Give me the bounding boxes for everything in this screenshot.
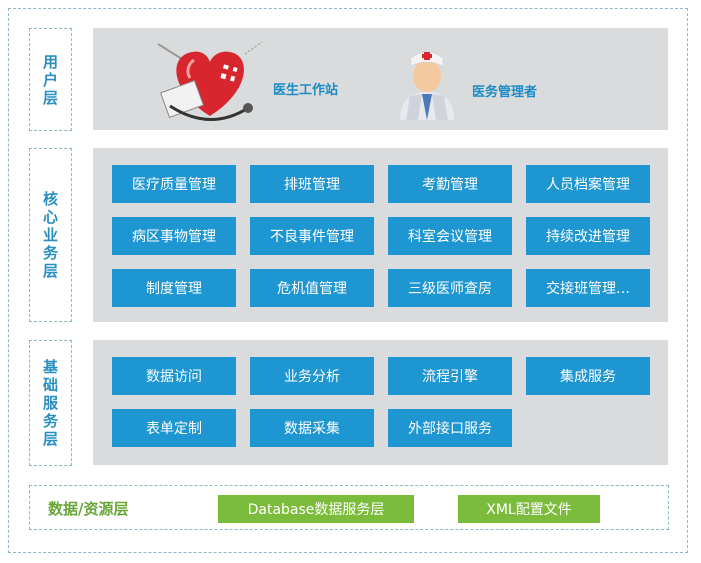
foundation-layer-label: 基础服务层 [29,340,72,466]
service-business-analysis[interactable]: 业务分析 [250,357,374,395]
core-layer-label: 核心业务层 [29,148,72,322]
service-external-interface[interactable]: 外部接口服务 [388,409,512,447]
module-department-meetings[interactable]: 科室会议管理 [388,217,512,255]
module-medical-quality[interactable]: 医疗质量管理 [112,165,236,203]
service-data-collection[interactable]: 数据采集 [250,409,374,447]
module-attendance[interactable]: 考勤管理 [388,165,512,203]
module-ward-affairs[interactable]: 病区事物管理 [112,217,236,255]
module-staff-records[interactable]: 人员档案管理 [526,165,650,203]
xml-config-button[interactable]: XML配置文件 [458,495,600,523]
module-continuous-improvement[interactable]: 持续改进管理 [526,217,650,255]
service-workflow-engine[interactable]: 流程引擎 [388,357,512,395]
module-adverse-events[interactable]: 不良事件管理 [250,217,374,255]
medical-manager-label: 医务管理者 [472,85,538,100]
foundation-layer-title: 基础服务层 [42,358,58,448]
core-layer-title: 核心业务层 [42,190,58,280]
data-layer-title: 数据/资源层 [48,500,129,518]
module-shift-handover[interactable]: 交接班管理… [526,269,650,307]
doctor-workstation-label: 医生工作站 [273,83,339,98]
service-data-access[interactable]: 数据访问 [112,357,236,395]
module-critical-values[interactable]: 危机值管理 [250,269,374,307]
doctor-avatar-icon [396,44,458,120]
data-resource-layer: 数据/资源层 Database数据服务层 XML配置文件 [29,485,669,530]
service-form-customization[interactable]: 表单定制 [112,409,236,447]
module-regulations[interactable]: 制度管理 [112,269,236,307]
user-layer-title: 用户层 [42,52,58,107]
database-service-button[interactable]: Database数据服务层 [218,495,414,523]
module-three-level-rounds[interactable]: 三级医师查房 [388,269,512,307]
module-scheduling[interactable]: 排班管理 [250,165,374,203]
architecture-frame [8,8,688,553]
heart-stethoscope-icon [150,36,270,124]
service-integration[interactable]: 集成服务 [526,357,650,395]
user-layer-label: 用户层 [29,28,72,131]
